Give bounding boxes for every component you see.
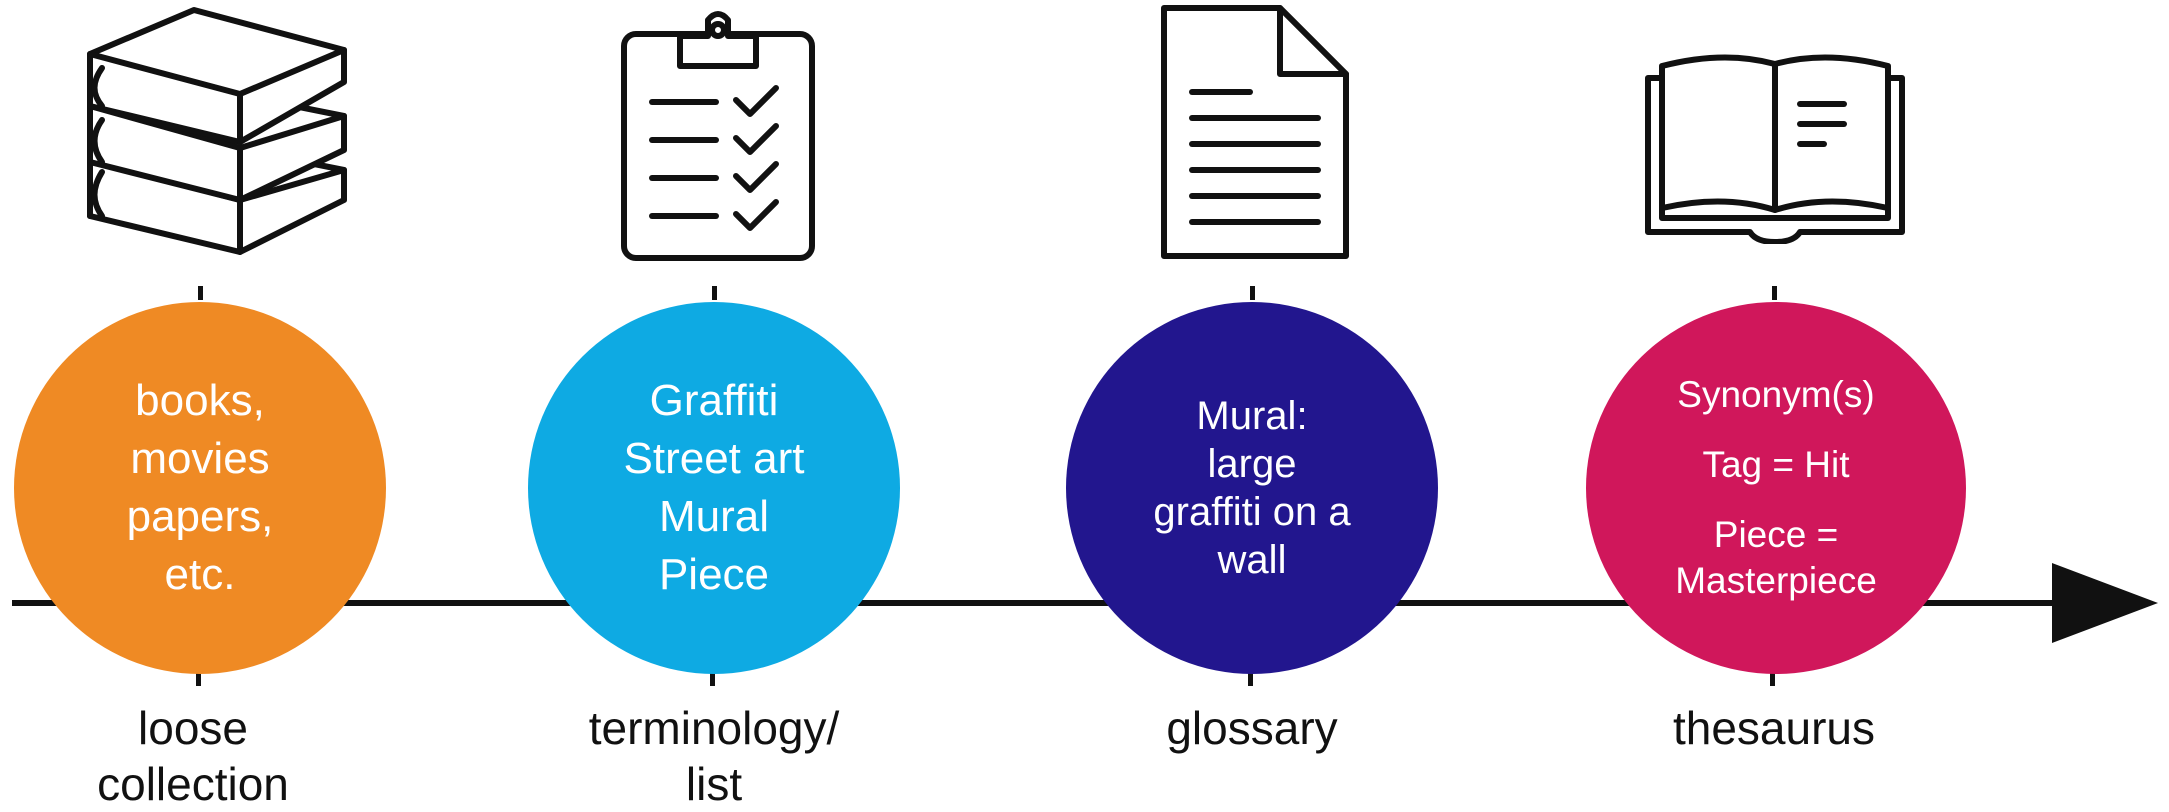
label-line: loose — [138, 702, 248, 754]
label-line: list — [685, 758, 743, 810]
document-page-icon — [1161, 5, 1349, 259]
tick-top-4 — [1772, 286, 1777, 300]
stage-label-loose-collection: loose collection — [0, 700, 393, 812]
stage-circle-thesaurus: Synonym(s) Tag = Hit Piece = Masterpiece — [1586, 302, 1966, 674]
label-line: thesaurus — [1672, 702, 1875, 754]
tick-top-2 — [712, 286, 717, 300]
circle-text-line: etc. — [164, 550, 236, 599]
circle-text-line: Street art — [623, 434, 805, 483]
circle-text-line: Synonym(s) — [1677, 374, 1875, 415]
open-book-icon — [1645, 54, 1905, 244]
circle-text-line: large — [1207, 442, 1297, 486]
label-line: glossary — [1166, 702, 1338, 754]
circle-text-line: Tag = Hit — [1702, 444, 1850, 485]
circle-text-line: Mural — [658, 492, 770, 541]
arrowhead — [2052, 563, 2158, 643]
circle-text-line: graffiti on a — [1153, 490, 1351, 534]
tick-top-3 — [1250, 286, 1255, 300]
stage-label-thesaurus: thesaurus — [1574, 700, 1974, 756]
label-line: terminology/ — [588, 702, 840, 754]
tick-bottom-2 — [710, 672, 715, 686]
stage-circle-loose-collection: books, movies papers, etc. — [14, 302, 386, 674]
stage-label-terminology: terminology/ list — [514, 700, 914, 812]
circle-text-line: books, — [135, 376, 265, 425]
circle-text-line: Mural: — [1196, 394, 1308, 438]
tick-top-1 — [198, 286, 203, 300]
circle-text-line: papers, — [126, 492, 274, 541]
circle-text-line: Graffiti — [649, 376, 779, 425]
circle-text-line: Piece = — [1713, 514, 1839, 555]
clipboard-checklist-icon — [621, 11, 815, 261]
tick-bottom-3 — [1248, 672, 1253, 686]
label-line: collection — [97, 758, 289, 810]
tick-bottom-1 — [196, 672, 201, 686]
books-stack-icon — [87, 7, 347, 255]
circle-text-line: Masterpiece — [1675, 560, 1877, 601]
circle-text-line: Piece — [658, 550, 770, 599]
circle-text-line: wall — [1217, 538, 1287, 582]
stage-circle-glossary: Mural: large graffiti on a wall — [1066, 302, 1438, 674]
stage-circle-terminology: Graffiti Street art Mural Piece — [528, 302, 900, 674]
stage-label-glossary: glossary — [1052, 700, 1452, 756]
tick-bottom-4 — [1770, 672, 1775, 686]
circle-text-line: movies — [130, 434, 270, 483]
